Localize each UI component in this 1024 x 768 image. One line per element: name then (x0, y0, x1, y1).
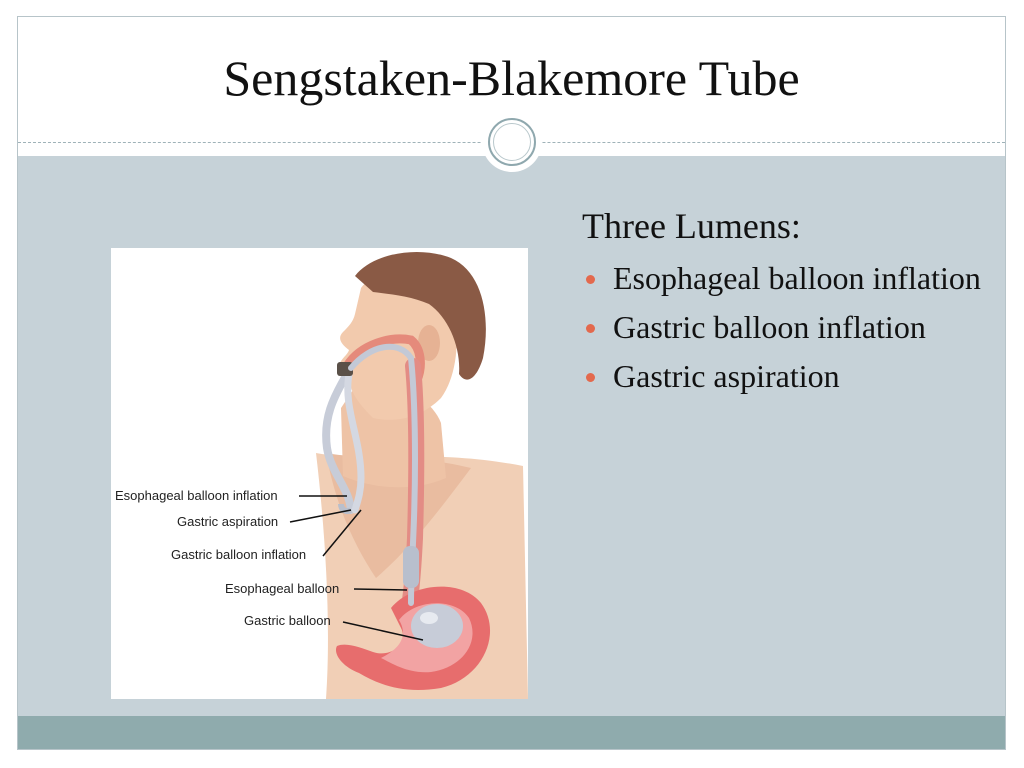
label-esophageal-balloon: Esophageal balloon (225, 581, 340, 596)
tube-limb-1 (322, 370, 355, 514)
tube-placement-drawing (289, 252, 528, 699)
list-item: Esophageal balloon inflation (582, 258, 982, 299)
lumens-list: Esophageal balloon inflation Gastric bal… (582, 258, 982, 405)
lumens-heading: Three Lumens: (582, 206, 801, 246)
list-item-text: Gastric balloon inflation (613, 309, 926, 345)
esophageal-balloon (403, 546, 419, 588)
circle-ornament-icon (488, 118, 536, 166)
list-item-text: Gastric aspiration (613, 358, 840, 394)
bullet-dot-icon (586, 324, 595, 333)
bullet-dot-icon (586, 373, 595, 382)
list-item: Gastric balloon inflation (582, 307, 982, 348)
bullet-dot-icon (586, 275, 595, 284)
tube-limb-2 (344, 370, 365, 514)
gastric-balloon-shine (420, 612, 438, 624)
leader-line-4 (353, 588, 408, 591)
anatomy-illustration: Esophageal balloon inflation Gastric asp… (111, 248, 528, 699)
hair-shape (355, 252, 486, 380)
label-gastric-balloon-inflation: Gastric balloon inflation (171, 547, 307, 562)
slide-title: Sengstaken-Blakemore Tube (223, 50, 800, 106)
label-gastric-aspiration: Gastric aspiration (177, 514, 279, 529)
list-item-text: Esophageal balloon inflation (613, 260, 981, 296)
label-esophageal-balloon-inflation: Esophageal balloon inflation (115, 488, 278, 503)
ear-shape (418, 325, 440, 361)
leader-line-5 (342, 621, 424, 641)
gastric-balloon (411, 604, 463, 648)
leader-line-3 (322, 509, 362, 557)
nasal-block (337, 362, 353, 376)
list-item: Gastric aspiration (582, 356, 982, 397)
leader-line-2 (289, 509, 352, 523)
footer-band (18, 716, 1005, 749)
label-gastric-balloon: Gastric balloon (244, 613, 331, 628)
